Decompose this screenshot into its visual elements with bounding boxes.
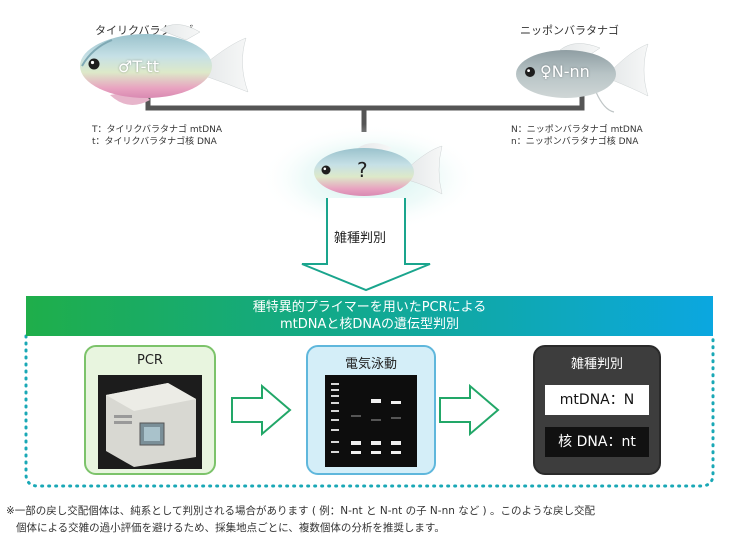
left-fish-icon <box>80 24 249 105</box>
result-nuclear-dna: 核 DNA：nt <box>545 427 649 457</box>
gel-title: 電気泳動 <box>344 357 397 372</box>
pcr-step-box: PCR <box>84 345 216 475</box>
footnote: ※一部の戻し交配個体は、純系として判別される場合があります ( 例：N-nt と… <box>6 503 734 537</box>
pcr-title: PCR <box>137 353 163 368</box>
pcr-machine-image <box>98 375 202 469</box>
footnote-line-1: ※一部の戻し交配個体は、純系として判別される場合があります ( 例：N-nt と… <box>6 505 595 517</box>
footnote-line-2: 個体による交雑の過小評価を避けるため、採集地点ごとに、複数個体の分析を推奨します… <box>16 522 445 534</box>
gel-step-box: 電気泳動 <box>306 345 436 475</box>
right-fish-genotype: ♀N-nn <box>540 62 590 81</box>
left-legend-mt: T：タイリクバラタナゴ mtDNA <box>92 125 223 135</box>
result-mtdna: mtDNA：N <box>545 385 649 415</box>
left-fish-genotype: ♂T-tt <box>118 57 159 76</box>
result-title: 雑種判別 <box>570 357 623 372</box>
right-species-name: ニッポンバラタナゴ <box>520 24 619 37</box>
gel-image <box>325 375 417 467</box>
process-frame <box>24 334 715 488</box>
arrow-gel-to-result <box>439 383 500 437</box>
right-legend-mt: N：ニッポンバラタナゴ mtDNA <box>511 125 643 135</box>
down-arrow <box>301 198 431 292</box>
right-fish-icon <box>516 43 649 113</box>
left-legend: T：タイリクバラタナゴ mtDNA t：タイリクバラタナゴ核 DNA <box>92 124 222 148</box>
hybrid-fish-icon <box>260 124 480 232</box>
hybrid-question-mark: ? <box>357 158 368 182</box>
arrow-pcr-to-gel <box>231 383 292 437</box>
arrow-label: 雑種判別 <box>334 231 387 246</box>
left-legend-nuclear: t：タイリクバラタナゴ核 DNA <box>92 137 217 147</box>
right-legend-nuclear: n：ニッポンバラタナゴ核 DNA <box>511 137 639 147</box>
banner-line-2: mtDNAと核DNAの遺伝型判別 <box>279 317 460 332</box>
banner-line-1: 種特異的プライマーを用いたPCRによる <box>252 300 487 315</box>
right-legend: N：ニッポンバラタナゴ mtDNA n：ニッポンバラタナゴ核 DNA <box>511 124 643 148</box>
result-step-box: 雑種判別 mtDNA：N 核 DNA：nt <box>533 345 661 475</box>
method-banner: 種特異的プライマーを用いたPCRによる mtDNAと核DNAの遺伝型判別 <box>26 296 713 336</box>
